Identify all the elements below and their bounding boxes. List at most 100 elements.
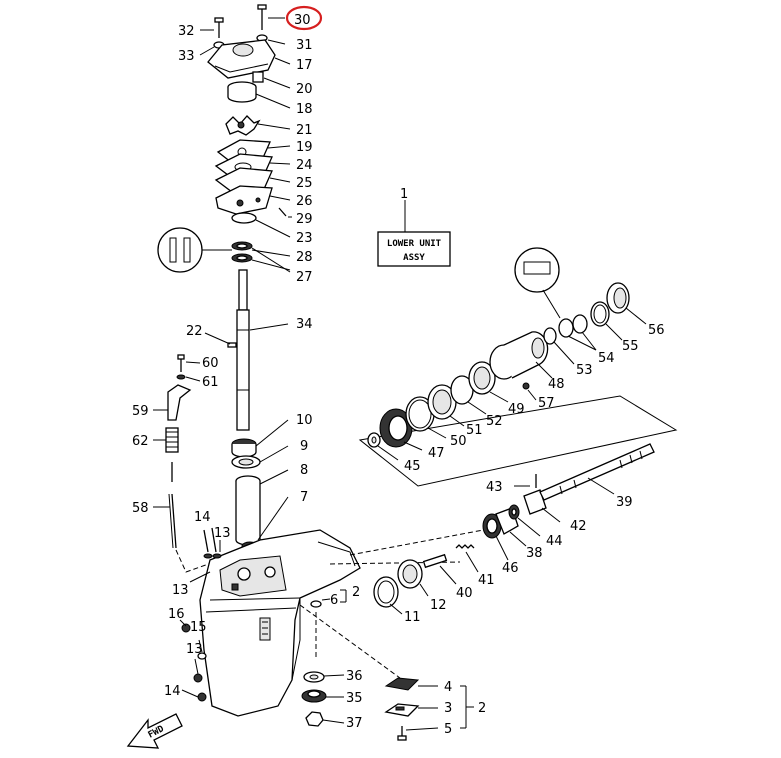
label-44: 44 — [546, 534, 563, 549]
label-51: 51 — [466, 423, 483, 438]
drive-shaft-34 — [236, 269, 289, 431]
label-39: 39 — [616, 495, 633, 510]
shift-linkage — [153, 354, 201, 549]
label-26: 26 — [296, 194, 313, 209]
pin-22 — [204, 332, 237, 348]
seal-9 — [231, 445, 289, 469]
oil-seal-11 — [373, 576, 403, 615]
seal-orientation-detail-bubble — [514, 247, 561, 319]
bracket-2-lower — [460, 685, 474, 729]
label-29: 29 — [296, 212, 313, 227]
label-13-upper: 13 — [214, 526, 231, 541]
label-48: 48 — [548, 377, 565, 392]
label-12: 12 — [430, 598, 447, 613]
label-37: 37 — [346, 716, 363, 731]
label-30: 30 — [294, 13, 311, 28]
bolt-57 — [522, 382, 537, 401]
label-9: 9 — [300, 439, 308, 454]
highlight-ring-part-30 — [285, 5, 323, 31]
label-13-lower: 13 — [186, 642, 203, 657]
label-24: 24 — [296, 158, 313, 173]
label-34: 34 — [296, 317, 313, 332]
gear-case-housing — [199, 529, 361, 717]
lower-unit-assy-line1: LOWER UNIT — [387, 239, 442, 249]
label-28: 28 — [296, 250, 313, 265]
label-55: 55 — [622, 339, 639, 354]
label-49: 49 — [508, 402, 525, 417]
seal-54 — [558, 314, 597, 351]
label-50: 50 — [450, 434, 467, 449]
shift-plunger-40 — [422, 553, 457, 585]
label-62: 62 — [132, 434, 149, 449]
label-21: 21 — [296, 123, 313, 138]
screws-13-14-upper — [189, 527, 222, 583]
anode-guide-line — [299, 604, 401, 679]
shift-rod-58 — [153, 493, 177, 549]
oil-seals-27 — [231, 241, 253, 263]
label-46: 46 — [502, 561, 519, 576]
label-61: 61 — [202, 375, 219, 390]
seal-direction-detail-bubble — [157, 227, 232, 273]
bearing-12 — [397, 559, 429, 597]
pump-base-26 — [215, 185, 273, 215]
cross-pin-43 — [514, 474, 537, 488]
label-33: 33 — [178, 49, 195, 64]
insert-20 — [252, 71, 264, 83]
label-16: 16 — [168, 607, 185, 622]
label-23: 23 — [296, 231, 313, 246]
label-25: 25 — [296, 176, 313, 191]
needle-bearing-53 — [543, 327, 575, 365]
clutch-42 — [523, 489, 561, 523]
label-22: 22 — [186, 324, 203, 339]
spring-41 — [455, 544, 479, 573]
label-15: 15 — [190, 620, 207, 635]
label-13-mid: 13 — [172, 583, 189, 598]
pump-housing-17 — [207, 39, 276, 79]
oil-seal-23 — [231, 212, 257, 224]
nut-37 — [305, 711, 345, 727]
label-8: 8 — [300, 463, 308, 478]
label-59: 59 — [132, 404, 149, 419]
label-53: 53 — [576, 363, 593, 378]
part-number-labels: 30 32 31 33 17 20 18 21 19 24 25 26 29 2… — [132, 13, 665, 737]
washer-44 — [508, 504, 541, 537]
lower-unit-assy-callout — [377, 200, 451, 267]
label-32: 32 — [178, 24, 195, 39]
label-17: 17 — [296, 58, 313, 73]
label-20: 20 — [296, 82, 313, 97]
label-60: 60 — [202, 356, 219, 371]
pump-leader-lines — [199, 17, 292, 273]
label-58: 58 — [132, 501, 149, 516]
forward-direction-arrow — [126, 713, 183, 749]
screw-5 — [397, 726, 439, 741]
label-14-lower: 14 — [164, 684, 181, 699]
label-7: 7 — [300, 490, 308, 505]
label-11: 11 — [404, 610, 421, 625]
label-52: 52 — [486, 414, 503, 429]
label-3: 3 — [444, 701, 452, 716]
label-47: 47 — [428, 446, 445, 461]
lower-unit-assy-line2: ASSY — [403, 253, 425, 263]
dowel-pin-29 — [278, 207, 287, 217]
label-31: 31 — [296, 38, 313, 53]
label-10: 10 — [296, 413, 313, 428]
anode-4 — [384, 677, 438, 691]
label-36: 36 — [346, 669, 363, 684]
label-38: 38 — [526, 546, 543, 561]
drain-bolts-left — [179, 619, 207, 702]
label-18: 18 — [296, 102, 313, 117]
bearing-housing-group-outline — [358, 395, 678, 487]
collar-35 — [301, 689, 344, 703]
impeller-21 — [225, 115, 261, 136]
label-2-upper: 2 — [352, 585, 360, 600]
label-45: 45 — [404, 459, 421, 474]
cap-56 — [606, 282, 647, 325]
label-27: 27 — [296, 270, 313, 285]
bearing-51 — [427, 384, 465, 427]
washer-55 — [590, 301, 623, 341]
reverse-gear-46 — [482, 513, 509, 561]
label-43: 43 — [486, 480, 503, 495]
label-41: 41 — [478, 573, 495, 588]
label-40: 40 — [456, 586, 473, 601]
